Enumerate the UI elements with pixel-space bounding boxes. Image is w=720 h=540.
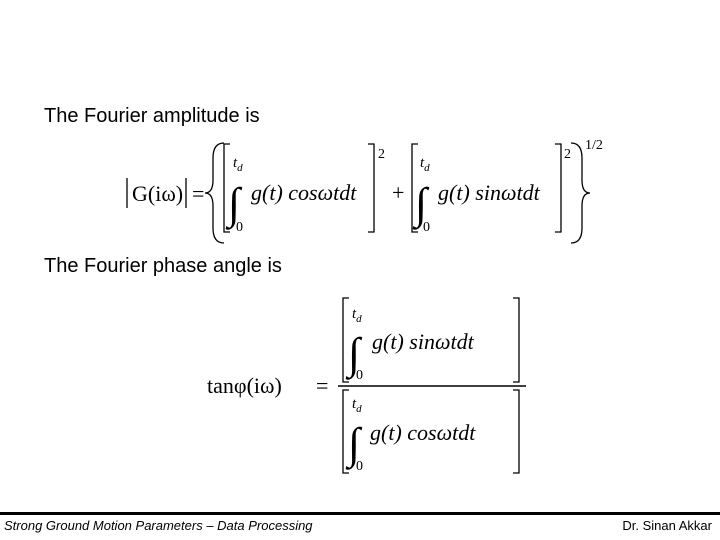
integral-sign-2: ∫ (412, 179, 430, 230)
denominator-lower-limit: 0 (356, 459, 363, 474)
denominator-bracket-right (513, 389, 520, 474)
footer-divider (0, 512, 720, 515)
numerator-integrand: g(t) sinωtdt (372, 329, 475, 354)
numerator-integral-sign: ∫ (345, 329, 363, 380)
upper-limit-2: td (420, 155, 430, 174)
numerator-upper-limit: td (352, 306, 362, 325)
integrand-cos: g(t) cosωtdt (251, 180, 357, 205)
heading-fourier-amplitude: The Fourier amplitude is (44, 105, 260, 127)
denominator-bracket-left (342, 389, 349, 474)
heading-fourier-phase: The Fourier phase angle is (44, 255, 282, 277)
exponent-square-1: 2 (378, 147, 385, 162)
integrand-sin: g(t) sinωtdt (438, 180, 541, 205)
footer-course-title: Strong Ground Motion Parameters – Data P… (4, 518, 313, 533)
denominator-upper-limit: td (352, 396, 362, 415)
curly-brace-right (570, 142, 591, 244)
curly-brace-left (204, 142, 225, 244)
square-bracket-left-1 (223, 143, 230, 233)
exponent-square-2: 2 (564, 147, 571, 162)
footer-author: Dr. Sinan Akkar (622, 518, 712, 533)
plus-sign: + (392, 180, 404, 205)
numerator-bracket-right (513, 297, 520, 383)
denominator-integrand: g(t) cosωtdt (370, 420, 476, 445)
amplitude-lhs: G(iω) (132, 181, 183, 206)
numerator-lower-limit: 0 (356, 368, 363, 383)
amplitude-equals: = (192, 181, 204, 206)
lower-limit-2: 0 (423, 220, 430, 235)
phase-equals: = (316, 373, 328, 398)
numerator-bracket-left (342, 297, 349, 383)
square-bracket-right-1 (368, 143, 375, 233)
phase-lhs: tanφ(iω) (207, 373, 282, 398)
square-bracket-left-2 (411, 143, 418, 233)
denominator-integral-sign: ∫ (345, 419, 363, 470)
upper-limit-1: td (233, 155, 243, 174)
lower-limit-1: 0 (236, 220, 243, 235)
square-bracket-right-2 (555, 143, 562, 233)
integral-sign-1: ∫ (225, 179, 243, 230)
exponent-outer: 1/2 (585, 138, 603, 153)
